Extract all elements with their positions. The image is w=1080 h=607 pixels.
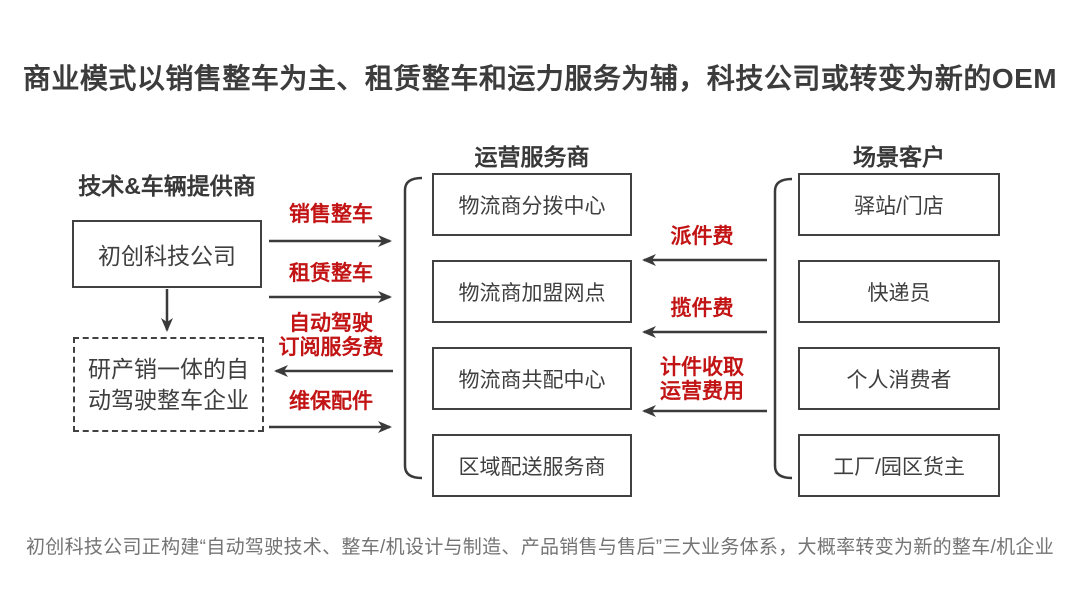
flow-label-line: 租赁整车 <box>289 262 373 285</box>
integrated-oem-line2: 动驾驶整车企业 <box>88 386 249 413</box>
operator-box-regional-delivery: 区域配送服务商 <box>432 434 632 497</box>
flow-label-line: 订阅服务费 <box>278 336 384 359</box>
customer-box-label: 工厂/园区货主 <box>833 455 965 479</box>
operator-box-shared-distribution: 物流商共配中心 <box>432 347 632 410</box>
flow-label-line: 销售整车 <box>289 203 373 226</box>
flow-label-pickup-fee: 揽件费 <box>637 297 767 321</box>
slide-title: 商业模式以销售整车为主、租赁整车和运力服务为辅，科技公司或转变为新的OEM <box>22 63 1058 94</box>
customer-box-label: 驿站/门店 <box>854 194 944 218</box>
startup-company-box: 初创科技公司 <box>72 220 262 288</box>
flow-label-subscription-fee: 自动驾驶 订阅服务费 <box>266 312 396 360</box>
flow-label-line: 计件收取 <box>660 356 744 379</box>
operator-box-sorting-center: 物流商分拨中心 <box>432 173 632 236</box>
flow-label-line: 维保配件 <box>289 390 373 413</box>
slide-footnote: 初创科技公司正构建“自动驾驶技术、整车/机设计与制造、产品销售与售后”三大业务体… <box>25 537 1054 558</box>
integrated-oem-box: 研产销一体的自 动驾驶整车企业 <box>73 337 264 432</box>
customer-box-station-store: 驿站/门店 <box>798 173 1000 236</box>
flow-label-line: 派件费 <box>670 225 734 248</box>
flow-label-lease-vehicle: 租赁整车 <box>266 262 396 286</box>
operator-box-label: 物流商共配中心 <box>458 368 606 392</box>
left-column-header: 技术&车辆提供商 <box>78 173 256 199</box>
middle-column-bracket <box>403 176 423 480</box>
startup-company-label: 初创科技公司 <box>98 243 236 269</box>
middle-column-header: 运营服务商 <box>474 144 590 170</box>
customer-box-label: 快递员 <box>867 281 931 305</box>
flow-label-operation-fee: 计件收取 运营费用 <box>637 356 767 404</box>
customer-box-courier: 快递员 <box>798 260 1000 323</box>
operator-box-label: 物流商分拨中心 <box>458 194 606 218</box>
customer-box-factory-park: 工厂/园区货主 <box>798 434 1000 497</box>
operator-box-label: 物流商加盟网点 <box>458 281 606 305</box>
operator-box-label: 区域配送服务商 <box>458 455 606 479</box>
integrated-oem-line1: 研产销一体的自 <box>88 355 249 382</box>
flow-label-line: 揽件费 <box>670 297 734 320</box>
flow-label-maintenance-parts: 维保配件 <box>266 390 396 414</box>
right-column-header: 场景客户 <box>853 144 945 170</box>
operator-box-franchise-outlet: 物流商加盟网点 <box>432 260 632 323</box>
flow-label-line: 自动驾驶 <box>289 312 373 335</box>
customer-box-label: 个人消费者 <box>846 368 952 392</box>
customer-box-consumer: 个人消费者 <box>798 347 1000 410</box>
flow-label-sell-vehicle: 销售整车 <box>266 203 396 227</box>
right-column-bracket <box>773 177 793 480</box>
flow-label-delivery-fee: 派件费 <box>637 225 767 249</box>
flow-label-line: 运营费用 <box>660 380 744 403</box>
